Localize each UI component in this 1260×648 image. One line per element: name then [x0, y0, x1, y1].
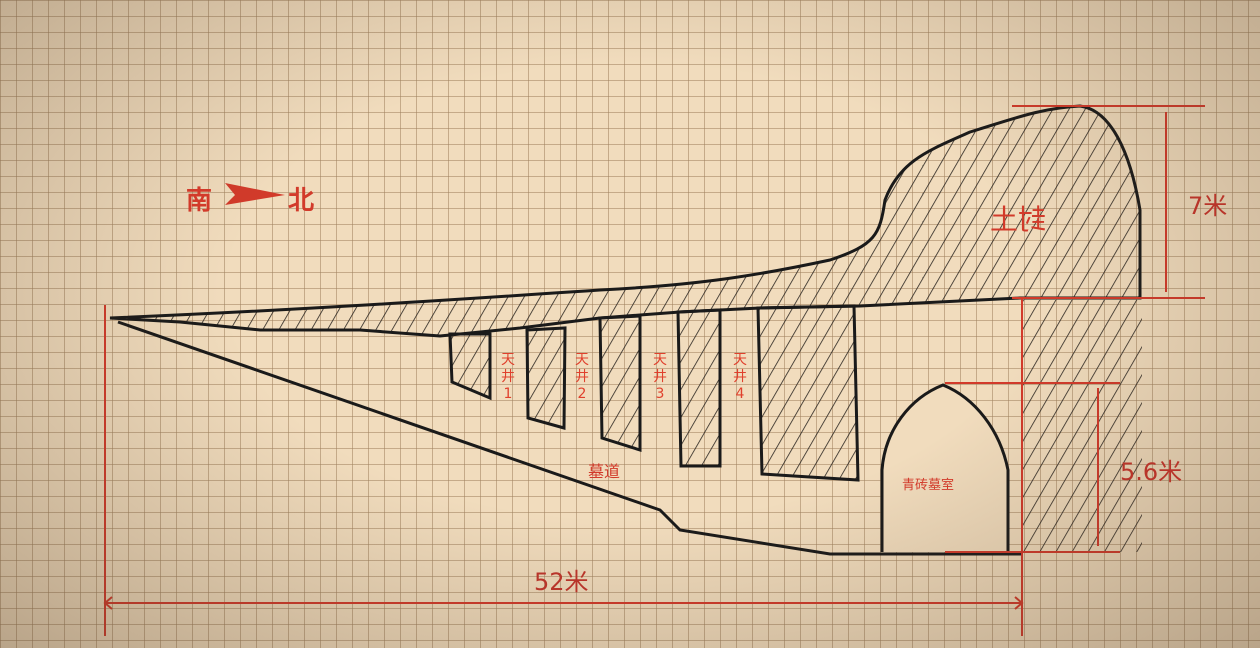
shaft-5	[756, 304, 860, 482]
passage-floor	[117, 320, 1022, 556]
shaft-label-2: 天 井 2	[575, 352, 589, 402]
shaft-label-3: 天 井 3	[653, 352, 667, 402]
north-label: 北	[288, 186, 315, 216]
south-label: 南	[186, 186, 213, 216]
dimension-lines	[103, 105, 1205, 636]
shaft-label-4: 天 井 4	[733, 352, 747, 402]
chamber-outline	[880, 383, 1010, 552]
direction-arrow-icon	[225, 183, 285, 205]
shaft-2	[525, 326, 567, 430]
right-wall	[1022, 300, 1142, 552]
passage-label: 墓道	[588, 462, 621, 481]
chamber-label: 青砖墓室	[902, 478, 955, 493]
shaft-1	[448, 332, 492, 401]
shaft-label-1: 天 井 1	[501, 352, 515, 402]
shaft-3	[598, 314, 642, 453]
shaft-4	[676, 308, 722, 468]
length-dimension: 52米	[534, 568, 589, 596]
mound-shape	[109, 104, 1142, 338]
mound-label: 封土	[990, 203, 1047, 236]
chamber-height-dimension: 5.6米	[1120, 458, 1183, 486]
mound-height-dimension: 7米	[1188, 192, 1228, 220]
